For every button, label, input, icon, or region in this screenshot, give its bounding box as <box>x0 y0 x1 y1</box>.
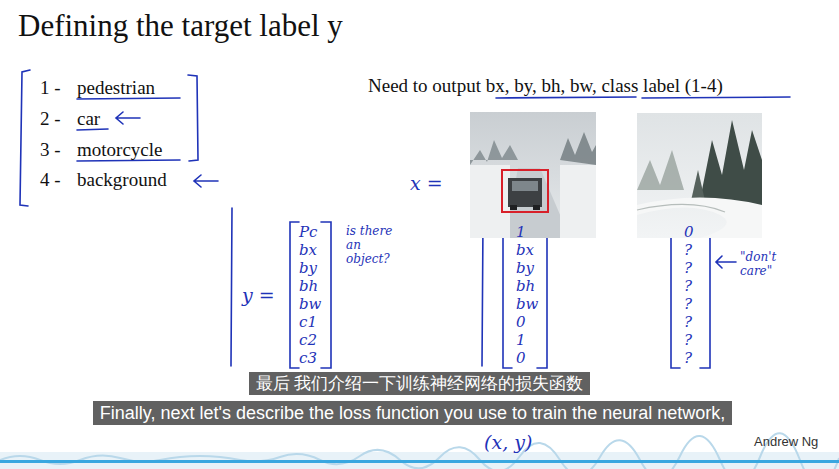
class-number: 1 - <box>40 77 61 99</box>
underline <box>642 97 790 98</box>
class-name: motorcycle <box>77 139 162 161</box>
photo-car <box>508 178 542 207</box>
class-number: 3 - <box>40 139 61 161</box>
vector-entry: ? <box>684 349 692 367</box>
video-bar <box>0 460 839 463</box>
class-name: background <box>77 169 167 191</box>
underline <box>77 129 108 130</box>
photo-car <box>470 165 510 238</box>
vector-entry: bw <box>516 295 538 313</box>
photo-car <box>470 112 596 238</box>
photo-car <box>470 112 518 165</box>
vector-bracket <box>671 222 680 368</box>
vector-entry: by <box>516 259 534 277</box>
hand-note: "don't care" <box>740 250 802 278</box>
vector-entry: ? <box>684 295 692 313</box>
photo-car <box>510 205 517 210</box>
photo-background <box>637 204 725 212</box>
vector-entry: bh <box>516 277 535 295</box>
output-label: y = <box>242 284 275 306</box>
vector-bracket <box>503 222 512 368</box>
video-bar <box>0 433 839 469</box>
subtitle-bar: Finally, next let's describe the loss fu… <box>60 400 765 427</box>
vector-entry: ? <box>684 277 692 295</box>
photo-background <box>700 120 762 210</box>
subtitle-text: Finally, next let's describe the loss fu… <box>93 401 732 425</box>
vector-bracket <box>290 222 299 368</box>
hand-arrow <box>716 256 736 268</box>
photo-background <box>637 198 762 239</box>
photo-car <box>470 112 596 238</box>
slide-title: Defining the target label y <box>18 8 343 44</box>
vector-entry: c1 <box>299 313 317 331</box>
vector-entry: by <box>299 259 317 277</box>
vector-entry: 0 <box>516 313 526 331</box>
class-name: car <box>77 108 100 130</box>
hand-marks <box>20 70 790 368</box>
vector-entry: 1 <box>516 331 526 349</box>
vector-entry: bw <box>299 295 321 313</box>
hand-note: is there an object? <box>346 224 406 266</box>
underline <box>77 98 180 99</box>
hand-arrow <box>116 112 140 124</box>
vector-entry: ? <box>684 313 692 331</box>
underline <box>77 160 180 161</box>
video-bar <box>0 452 839 469</box>
vector-entry: 0 <box>516 349 526 367</box>
hand-arrow <box>194 175 218 187</box>
divider-line <box>231 208 232 366</box>
output-note: Need to output bx, by, bh, bw, class lab… <box>368 75 723 97</box>
video-bar <box>0 433 839 469</box>
photo-car <box>533 205 540 210</box>
photo-car <box>502 170 548 212</box>
vector-entry: 0 <box>684 223 694 241</box>
class-name: pedestrian <box>77 77 155 99</box>
vector-entry: ? <box>684 259 692 277</box>
vector-entry: c3 <box>299 349 317 367</box>
vector-bracket <box>537 222 547 368</box>
photo-background <box>637 150 684 190</box>
photo-car <box>560 132 596 165</box>
vector-entry: bx <box>516 241 534 259</box>
vector-entry: ? <box>684 331 692 349</box>
divider-line <box>482 222 483 366</box>
photo-car <box>560 165 596 238</box>
watermark: Andrew Ng <box>754 434 818 449</box>
class-number: 2 - <box>40 108 61 130</box>
vector-bracket <box>700 222 710 368</box>
vector-entry: Pc <box>299 223 318 241</box>
subtitle-bar: 最后 我们介绍一下训练神经网络的损失函数 <box>0 371 839 396</box>
vector-bracket <box>321 222 331 368</box>
vector-entry: bx <box>299 241 317 259</box>
class-number: 4 - <box>40 169 61 191</box>
photo-background <box>637 113 762 238</box>
vector-entry: ? <box>684 241 692 259</box>
right-bracket <box>188 75 198 161</box>
vector-entry: c2 <box>299 331 317 349</box>
subtitle-text: 最后 我们介绍一下训练神经网络的损失函数 <box>249 372 591 395</box>
underline <box>496 97 636 98</box>
photo-background <box>637 113 762 238</box>
left-bracket <box>20 70 30 206</box>
vector-entry: 1 <box>516 223 526 241</box>
pair-label: (x, y) <box>484 431 532 453</box>
vector-entry: bh <box>299 277 318 295</box>
input-label: x = <box>410 172 443 194</box>
photo-car <box>512 181 538 191</box>
